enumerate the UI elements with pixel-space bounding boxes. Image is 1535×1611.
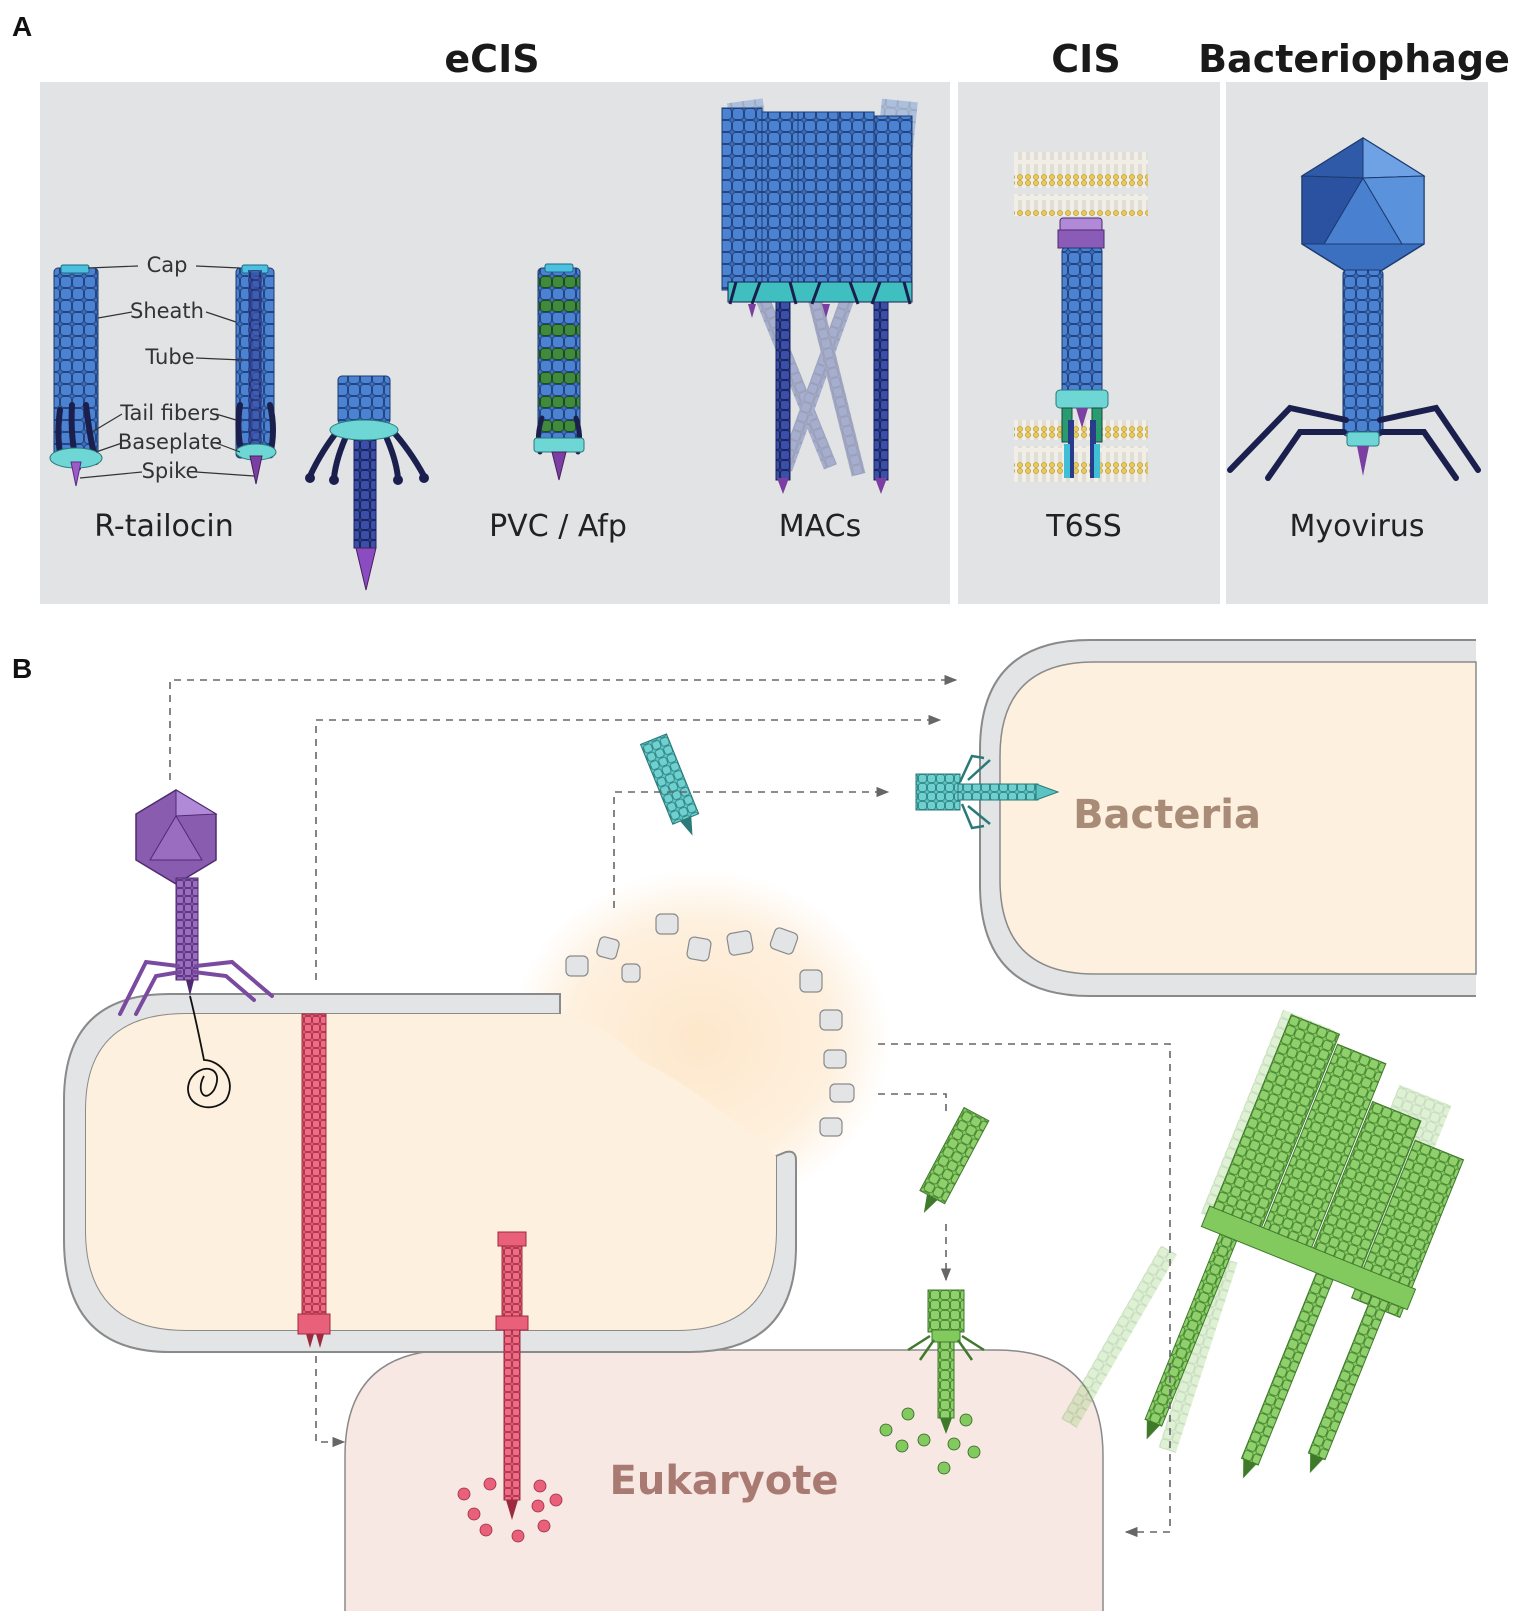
infecting-phage xyxy=(118,789,274,1109)
membrane-fragments xyxy=(565,913,855,1137)
label-myovirus: Myovirus xyxy=(1289,509,1424,544)
header-bacteriophage: Bacteriophage xyxy=(1198,37,1510,81)
r-tailocin-contracted xyxy=(305,375,429,591)
label-spike: Spike xyxy=(142,459,199,483)
red-t6ss-in-cell xyxy=(297,1013,331,1348)
r-tailocin-extended xyxy=(49,264,103,487)
part-leader-lines xyxy=(79,265,255,479)
outer-membrane-top xyxy=(1014,152,1148,188)
label-cap: Cap xyxy=(147,253,188,277)
header-ecis: eCIS xyxy=(444,37,539,81)
cap-shape xyxy=(60,264,90,274)
bacteria-cell xyxy=(979,639,1477,997)
label-r-tailocin: R-tailocin xyxy=(94,509,233,544)
label-baseplate: Baseplate xyxy=(118,430,222,454)
macs-array xyxy=(721,98,918,494)
label-t6ss: T6SS xyxy=(1045,509,1122,544)
label-tube: Tube xyxy=(144,345,194,369)
panel-a-letter: A xyxy=(12,11,32,42)
label-sheath: Sheath xyxy=(130,299,204,323)
green-injecting-particle xyxy=(879,1289,985,1475)
red-system-injecting xyxy=(457,1231,563,1543)
red-effectors xyxy=(457,1477,563,1543)
label-macs: MACs xyxy=(779,509,861,544)
label-pvc-afp: PVC / Afp xyxy=(489,509,627,544)
panel-b-letter: B xyxy=(12,653,32,684)
green-effectors xyxy=(879,1407,981,1475)
green-macs-array xyxy=(1061,1009,1465,1479)
r-tailocin-side xyxy=(235,264,277,485)
producer-cell xyxy=(63,870,890,1353)
teal-attached-particle xyxy=(915,754,1060,830)
green-free-particle xyxy=(919,1106,990,1213)
header-cis: CIS xyxy=(1051,37,1120,81)
label-tail-fibers: Tail fibers xyxy=(119,401,220,425)
t6ss xyxy=(1014,152,1148,482)
pvc-afp xyxy=(533,263,585,481)
dna-strand xyxy=(187,995,231,1109)
label-bacteria: Bacteria xyxy=(1073,792,1261,838)
teal-free-particle xyxy=(639,733,700,836)
label-eukaryote: Eukaryote xyxy=(610,1458,839,1504)
myovirus xyxy=(1227,137,1481,481)
dashed-arrows xyxy=(169,674,1171,1538)
